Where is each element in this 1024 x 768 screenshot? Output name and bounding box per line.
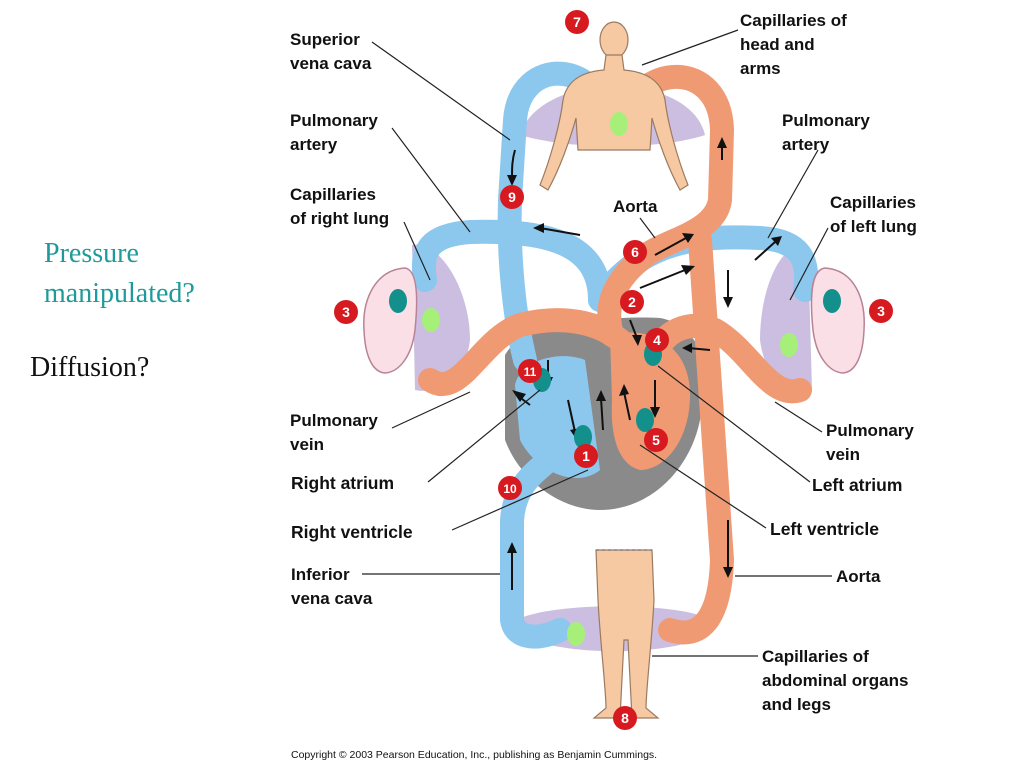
question-pressure: Pressure manipulated? xyxy=(44,234,195,314)
step-badge-11-number: 11 xyxy=(524,365,537,379)
question-pressure-line1: Pressure xyxy=(44,238,139,269)
lower-body-figure xyxy=(592,549,660,719)
label-aorta-bottom: Aorta xyxy=(836,567,881,586)
step-badge-11: 11 xyxy=(518,359,542,383)
step-badge-6: 6 xyxy=(623,240,647,264)
step-badge-2: 2 xyxy=(620,290,644,314)
step-badge-5-number: 5 xyxy=(652,432,660,448)
label-capillaries-abdominal-line2: abdominal organs xyxy=(762,671,908,690)
label-left-atrium: Left atrium xyxy=(812,475,902,495)
label-capillaries-abdominal: Capillaries of abdominal organs and legs xyxy=(762,647,908,714)
label-pulmonary-artery-right-side-line2: artery xyxy=(782,135,830,154)
oxygenated-vessels xyxy=(418,64,812,645)
label-inferior-vena-cava: Inferior vena cava xyxy=(291,565,373,608)
label-pulmonary-vein-left-side-line2: vein xyxy=(290,435,324,454)
label-capillaries-right-lung-line1: Capillaries xyxy=(290,185,376,204)
step-badge-3-right-lung-number: 3 xyxy=(342,304,350,320)
left-lung xyxy=(810,267,865,374)
upper-body-figure xyxy=(539,21,689,191)
diagram-labels: Superior vena cava Capillaries of head and… xyxy=(290,11,917,714)
step-badge-7: 7 xyxy=(565,10,589,34)
label-capillaries-right-lung-line2: of right lung xyxy=(290,209,389,228)
label-pulmonary-vein-right-side-line1: Pulmonary xyxy=(826,421,914,440)
step-badge-10: 10 xyxy=(498,476,522,500)
label-capillaries-abdominal-line1: Capillaries of xyxy=(762,647,869,666)
step-badge-9-number: 9 xyxy=(508,189,516,205)
label-capillaries-head-arms-line1: Capillaries of xyxy=(740,11,847,30)
label-pulmonary-artery-right-side-line1: Pulmonary xyxy=(782,111,870,130)
step-badge-9: 9 xyxy=(500,185,524,209)
label-capillaries-left-lung-line2: of left lung xyxy=(830,217,917,236)
label-capillaries-abdominal-line3: and legs xyxy=(762,695,831,714)
label-pulmonary-artery-left-side-line2: artery xyxy=(290,135,338,154)
step-badge-3-left-lung-number: 3 xyxy=(877,303,885,319)
label-capillaries-head-arms: Capillaries of head and arms xyxy=(740,11,847,78)
step-badge-1: 1 xyxy=(574,444,598,468)
step-badge-4-number: 4 xyxy=(653,332,661,348)
label-pulmonary-vein-left-side-line1: Pulmonary xyxy=(290,411,378,430)
label-inferior-vena-cava-line2: vena cava xyxy=(291,589,373,608)
leader-lines xyxy=(362,29,832,657)
label-inferior-vena-cava-line1: Inferior xyxy=(291,565,350,584)
label-pulmonary-vein-right-side-line2: vein xyxy=(826,445,860,464)
markers xyxy=(389,112,841,646)
step-badge-1-number: 1 xyxy=(582,448,590,464)
label-pulmonary-artery-left-side: Pulmonary artery xyxy=(290,111,378,154)
question-diffusion: Diffusion? xyxy=(30,352,150,383)
step-badge-8: 8 xyxy=(613,706,637,730)
label-superior-vena-cava: Superior vena cava xyxy=(290,30,372,73)
label-capillaries-right-lung: Capillaries of right lung xyxy=(290,185,389,228)
step-badge-3-left-lung: 3 xyxy=(869,299,893,323)
label-pulmonary-vein-left-side: Pulmonary vein xyxy=(290,411,378,454)
step-badge-6-number: 6 xyxy=(631,244,639,260)
label-aorta-top: Aorta xyxy=(613,197,658,216)
label-capillaries-head-arms-line2: head and xyxy=(740,35,815,54)
label-capillaries-left-lung: Capillaries of left lung xyxy=(830,193,917,236)
step-badge-3-right-lung: 3 xyxy=(334,300,358,324)
flow-arrows xyxy=(507,137,782,590)
step-badge-5: 5 xyxy=(644,428,668,452)
label-pulmonary-artery-right-side: Pulmonary artery xyxy=(782,111,870,154)
label-superior-vena-cava-line2: vena cava xyxy=(290,54,372,73)
label-right-atrium: Right atrium xyxy=(291,473,394,493)
step-badge-2-number: 2 xyxy=(628,294,636,310)
question-pressure-line2: manipulated? xyxy=(44,278,195,309)
step-badge-10-number: 10 xyxy=(503,482,517,496)
label-pulmonary-vein-right-side: Pulmonary vein xyxy=(826,421,914,464)
step-badges: 1 2 3 3 4 5 6 7 8 9 10 11 xyxy=(334,10,893,730)
label-superior-vena-cava-line1: Superior xyxy=(290,30,360,49)
copyright: Copyright © 2003 Pearson Education, Inc.… xyxy=(291,749,657,761)
label-capillaries-head-arms-line3: arms xyxy=(740,59,781,78)
label-right-ventricle: Right ventricle xyxy=(291,522,413,542)
right-lung xyxy=(363,267,418,374)
label-left-ventricle: Left ventricle xyxy=(770,519,879,539)
label-capillaries-left-lung-line1: Capillaries xyxy=(830,193,916,212)
step-badge-4: 4 xyxy=(645,328,669,352)
step-badge-8-number: 8 xyxy=(621,710,629,726)
step-badge-7-number: 7 xyxy=(573,14,581,30)
label-pulmonary-artery-left-side-line1: Pulmonary xyxy=(290,111,378,130)
